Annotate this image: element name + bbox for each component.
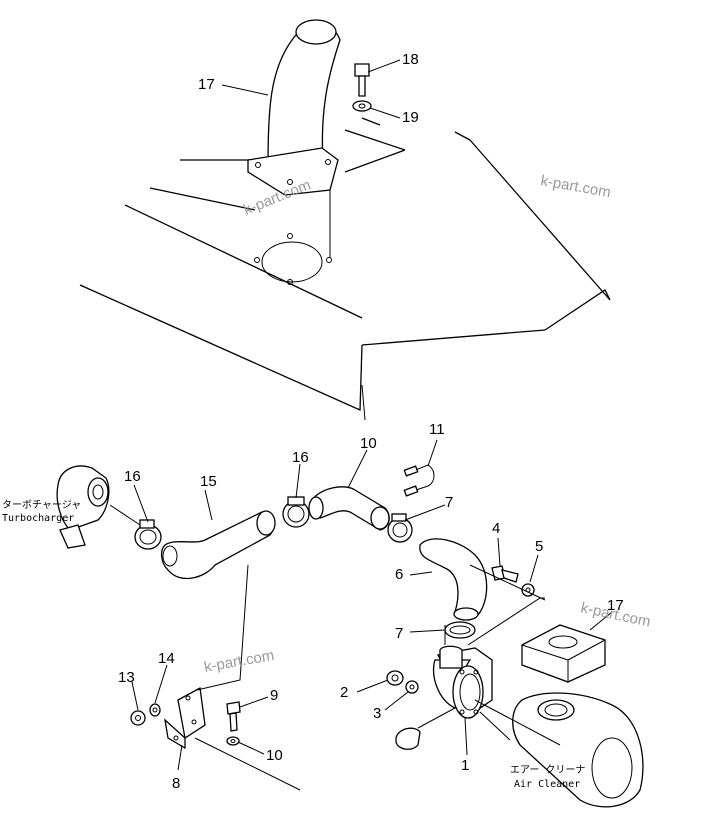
callout-20: 19 [402, 109, 419, 126]
adapter-1 [432, 645, 493, 719]
air-cleaner [512, 692, 644, 808]
callout-7-lower: 7 [395, 625, 403, 642]
dust-indicator [395, 707, 456, 750]
turbocharger-label-en: Turbocharger [2, 513, 74, 524]
hose-clamp-7-upper [387, 513, 413, 543]
nut-13 [130, 710, 146, 726]
air-cleaner-label-en: Air Cleaner [514, 779, 580, 790]
nut-2 [386, 670, 404, 686]
callout-16-left: 16 [124, 468, 141, 485]
callout-13: 13 [118, 669, 135, 686]
callout-2: 2 [340, 684, 348, 701]
elbow-pipe-11 [308, 486, 390, 531]
hose-clamp-16-left [134, 519, 162, 550]
callout-19: 18 [402, 51, 419, 68]
exhaust-pipe [247, 19, 341, 196]
turbocharger-label-jp: ターボチャージャ [2, 499, 81, 511]
air-cleaner-label-jp: エアー クリーナ [510, 764, 585, 776]
callout-5: 5 [535, 538, 543, 555]
engine-hood [79, 117, 611, 411]
bolt-19 [354, 63, 370, 97]
callout-1: 1 [461, 757, 469, 774]
u-bolt-12 [403, 464, 435, 497]
callout-8: 8 [172, 775, 180, 792]
callout-18: 17 [198, 76, 215, 93]
callout-16-right: 16 [292, 449, 309, 466]
watermark-bottom-left: k-part.com [203, 647, 276, 676]
elbow-hose-6 [419, 538, 488, 621]
callout-7-upper: 7 [445, 494, 453, 511]
washer-3 [405, 680, 419, 694]
hose-15 [160, 510, 276, 580]
callout-labels: 17 18 19 16 15 16 10 11 7 6 7 4 5 17 2 3… [118, 51, 624, 792]
hose-clamp-7-lower [444, 621, 476, 639]
bracket-8 [164, 686, 206, 750]
callout-10: 10 [266, 747, 283, 764]
washer-10 [226, 736, 240, 746]
component-labels: ターボチャージャ Turbocharger エアー クリーナ Air Clean… [2, 499, 585, 790]
callout-14: 14 [158, 650, 175, 667]
turbocharger [56, 465, 110, 549]
callout-9: 9 [270, 687, 278, 704]
callout-3: 3 [373, 705, 381, 722]
bolt-9 [226, 701, 241, 732]
watermark-right: k-part.com [539, 172, 612, 201]
callout-15: 15 [200, 473, 217, 490]
washer-20 [352, 100, 372, 112]
pad-17 [521, 624, 606, 683]
callout-11: 10 [360, 435, 377, 452]
hose-clamp-16-right [282, 496, 310, 528]
callout-12: 11 [429, 421, 445, 438]
bolt-4 [491, 565, 519, 583]
callout-6: 6 [395, 566, 403, 583]
callout-4: 4 [492, 520, 500, 537]
connection-lines [131, 59, 613, 791]
washer-14 [149, 703, 161, 717]
callout-17: 17 [607, 597, 624, 614]
